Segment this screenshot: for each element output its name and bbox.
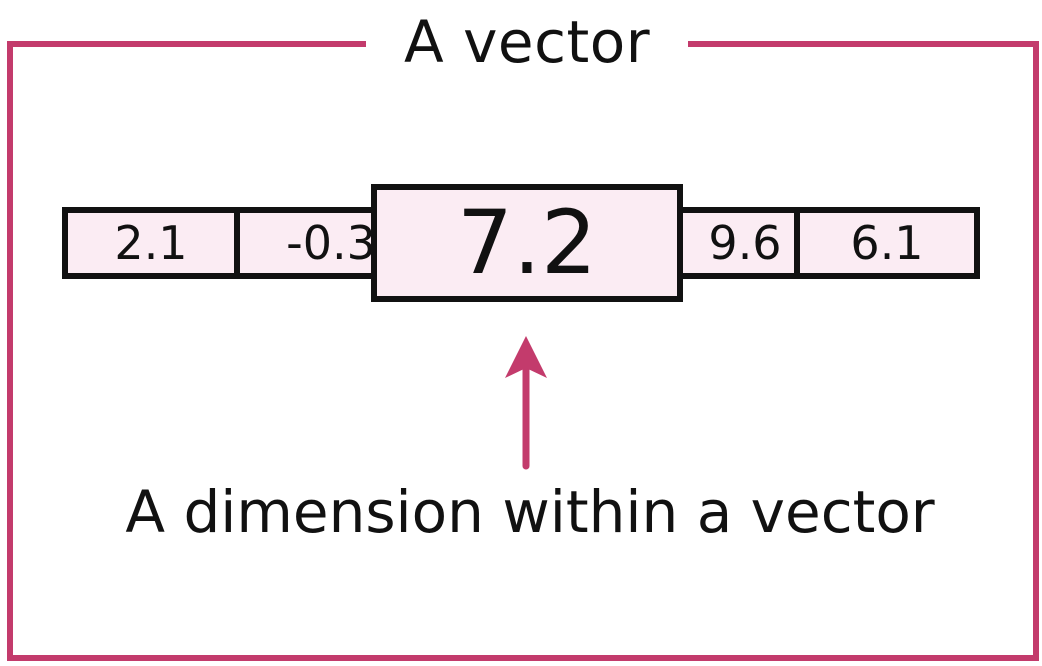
highlighted-dimension-value: 7.2 xyxy=(457,191,597,294)
diagram-caption: A dimension within a vector xyxy=(125,478,935,546)
vector-cell-value: -0.3 xyxy=(286,216,376,270)
vector-cell: 2.1 xyxy=(62,207,240,279)
diagram-title: A vector xyxy=(403,8,651,76)
vector-cell-value: 2.1 xyxy=(114,216,188,270)
vector-cell: 6.1 xyxy=(794,207,980,279)
vector-cell-value: 6.1 xyxy=(850,216,924,270)
arrow-head xyxy=(505,336,547,378)
highlighted-dimension-cell: 7.2 xyxy=(371,184,683,302)
title-gap xyxy=(366,0,688,90)
vector-cell-value: 9.6 xyxy=(708,216,782,270)
